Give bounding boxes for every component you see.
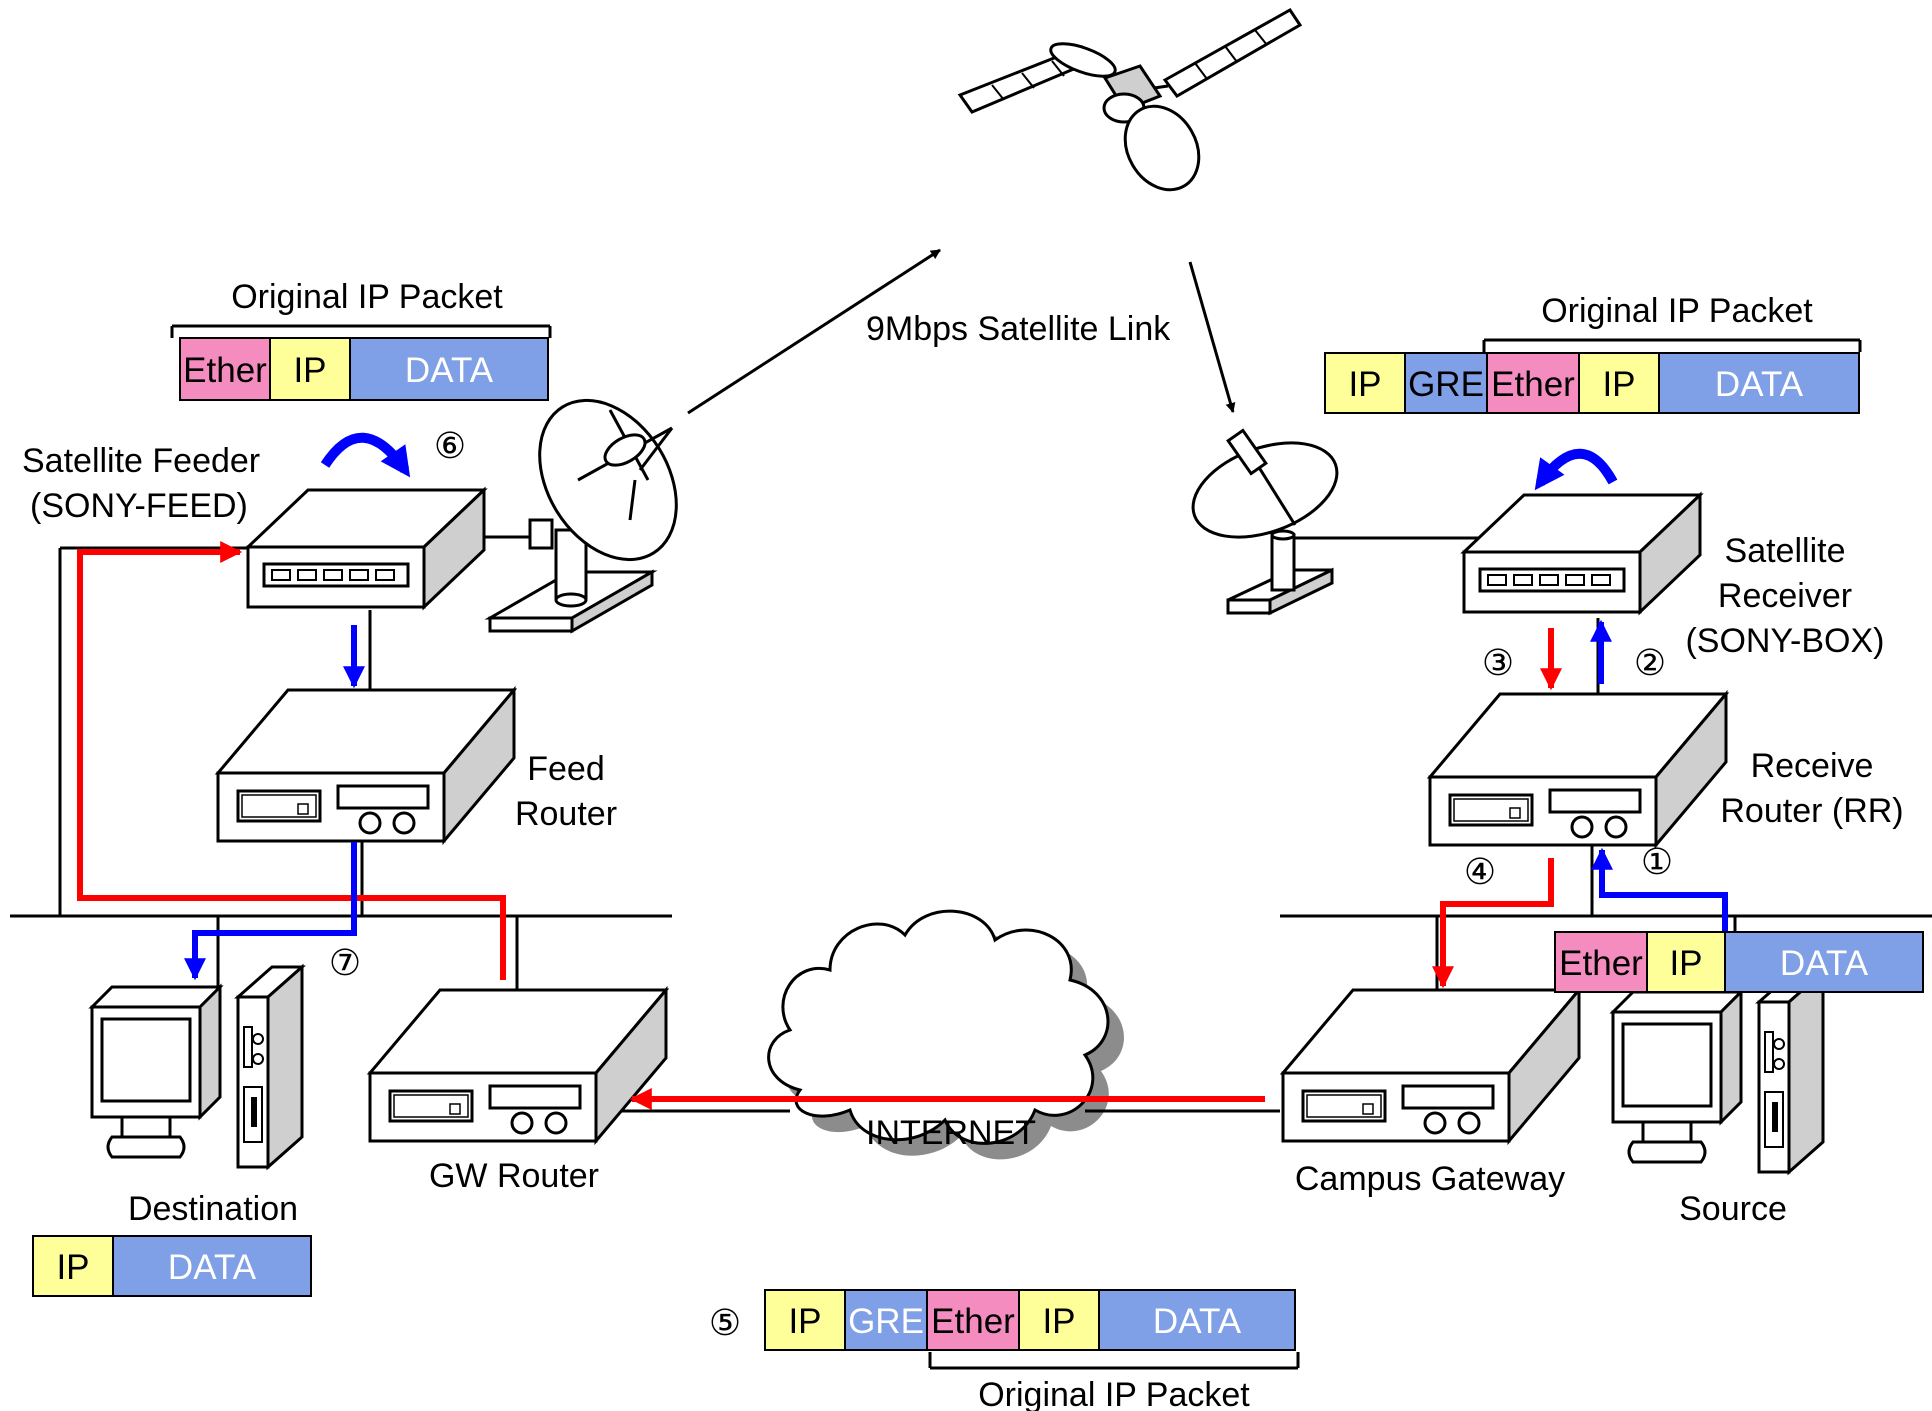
receiver-packet: IP GRE Ether IP DATA xyxy=(1324,352,1860,414)
packet-cell-ip: IP xyxy=(1042,1302,1075,1341)
receive-router-label-line1: Receive xyxy=(1751,747,1874,785)
step-5-label: ⑤ xyxy=(709,1303,741,1344)
packet-cell-data: DATA xyxy=(1153,1302,1242,1341)
step-2-label: ② xyxy=(1634,643,1666,684)
step-1-label: ① xyxy=(1641,842,1673,883)
campus-gateway-label: Campus Gateway xyxy=(1295,1160,1565,1198)
red-path-to-feeder xyxy=(77,541,506,980)
receiver-label-line3: (SONY-BOX) xyxy=(1685,622,1884,660)
feeder-label-line1: Satellite Feeder xyxy=(22,442,260,480)
packet-cell-gre: GRE xyxy=(1408,365,1484,404)
blue-path-source-to-rr xyxy=(1591,847,1728,935)
uplink-arrow xyxy=(687,248,941,415)
packet-cell-data: DATA xyxy=(1715,365,1804,404)
packet-cell-ether: Ether xyxy=(1559,944,1643,983)
decapsulate-arrow-icon xyxy=(1534,448,1618,491)
receive-dish-icon xyxy=(1191,428,1339,616)
satellite-receiver-device xyxy=(1462,493,1702,614)
gw-router-device xyxy=(368,988,668,1143)
receiver-label-line2: Receiver xyxy=(1718,577,1852,615)
feed-router-label-line2: Router xyxy=(515,795,617,833)
satellite-link-label: 9Mbps Satellite Link xyxy=(866,310,1171,348)
packet-cell-ether: Ether xyxy=(183,351,267,390)
feeder-label-line2: (SONY-FEED) xyxy=(30,487,248,525)
packet-cell-ip: IP xyxy=(788,1302,821,1341)
source-pc-icon xyxy=(1611,970,1825,1174)
packet-cell-ip: IP xyxy=(1669,944,1702,983)
packet-cell-ip: IP xyxy=(1348,365,1381,404)
destination-packet: IP DATA xyxy=(32,1235,312,1297)
receive-router-device xyxy=(1428,692,1728,847)
receiver-label-line1: Satellite xyxy=(1725,532,1846,570)
receiver-packet-caption: Original IP Packet xyxy=(1541,292,1813,330)
internet-packet: IP GRE Ether IP DATA xyxy=(764,1289,1296,1351)
downlink-arrow xyxy=(1188,261,1236,413)
source-label: Source xyxy=(1679,1190,1787,1228)
feed-dish-icon xyxy=(484,398,678,634)
internet-packet-caption: Original IP Packet xyxy=(978,1376,1250,1411)
step-4-label: ④ xyxy=(1464,852,1496,893)
packet-cell-ip: IP xyxy=(56,1248,89,1287)
satellite-icon xyxy=(957,8,1303,192)
feed-router-device xyxy=(216,688,516,843)
blue-path-to-destination xyxy=(184,842,357,981)
packet-cell-data: DATA xyxy=(168,1248,257,1287)
step-3-label: ③ xyxy=(1482,643,1514,684)
destination-label: Destination xyxy=(128,1190,298,1228)
step-6-label: ⑥ xyxy=(434,426,466,467)
packet-cell-data: DATA xyxy=(405,351,494,390)
campus-gateway-device xyxy=(1281,988,1581,1143)
feed-packet-caption: Original IP Packet xyxy=(231,278,503,316)
source-packet: Ether IP DATA xyxy=(1554,931,1924,993)
step-7-label: ⑦ xyxy=(329,943,361,984)
packet-cell-ether: Ether xyxy=(931,1302,1015,1341)
feed-router-label-line1: Feed xyxy=(527,750,605,788)
satellite-feeder-device xyxy=(246,488,486,609)
destination-pc-icon xyxy=(90,965,304,1169)
receive-router-label-line2: Router (RR) xyxy=(1720,792,1903,830)
feed-packet: Ether IP DATA xyxy=(179,337,549,401)
red-path-to-campus-gateway xyxy=(1432,858,1554,989)
packet-cell-ip: IP xyxy=(293,351,326,390)
packet-cell-ether: Ether xyxy=(1491,365,1575,404)
packet-cell-gre: GRE xyxy=(848,1302,924,1341)
encapsulate-arrow-icon xyxy=(320,432,411,478)
internet-label: INTERNET xyxy=(866,1114,1036,1152)
gw-router-label: GW Router xyxy=(429,1157,599,1195)
packet-cell-ip: IP xyxy=(1602,365,1635,404)
packet-cell-data: DATA xyxy=(1780,944,1869,983)
